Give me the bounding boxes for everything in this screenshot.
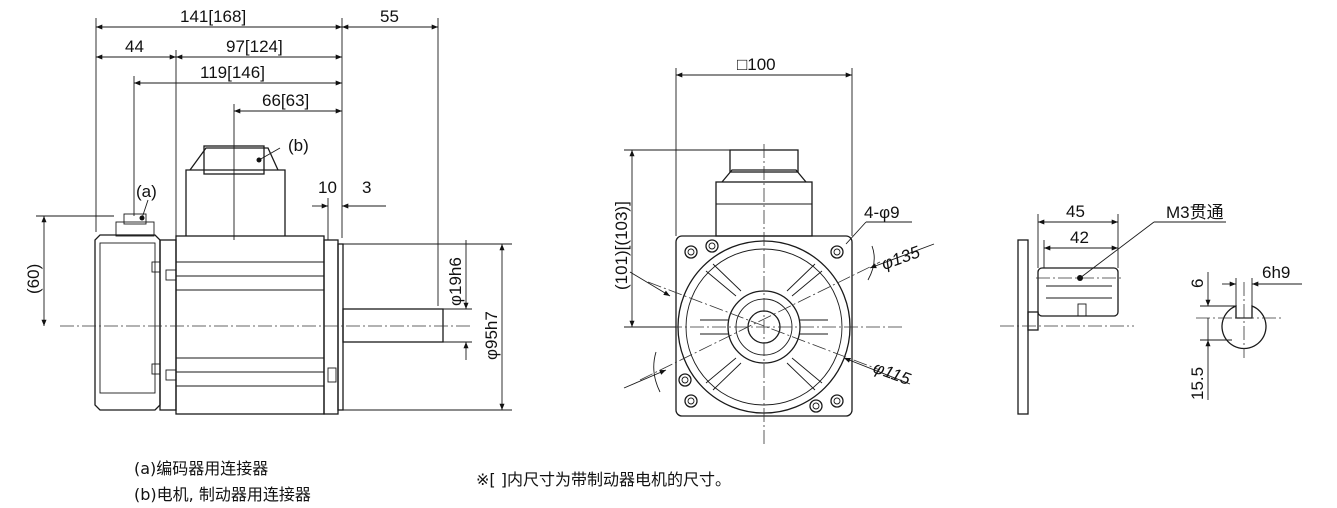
shaft-detail: 45 42 M3贯通 6h9 6 15.5 (1000, 202, 1302, 415)
label-b: (b) (288, 136, 309, 155)
motor-body (175, 235, 325, 415)
encoder-connector (115, 221, 155, 237)
detail-spigot (1027, 311, 1039, 331)
dim-shaft-45: 45 (1066, 202, 1085, 221)
dim-flange-square: □100 (737, 55, 776, 74)
spigot (337, 243, 344, 411)
dim-connector-b: 66[63] (262, 91, 309, 110)
dim-shaft-length: 55 (380, 7, 399, 26)
label-m3-thread: M3贯通 (1166, 203, 1224, 222)
adapter-ring (159, 239, 177, 411)
dim-overall-length: 141[168] (180, 7, 246, 26)
encoder-cap-inner (99, 242, 156, 394)
dim-shaft-diameter: φ19h6 (446, 257, 465, 306)
encoder-connector-top (123, 213, 147, 225)
footnote: ※[ ]内尺寸为带制动器电机的尺寸。 (476, 470, 731, 489)
power-connector-base (185, 169, 286, 236)
detail-flange (1017, 239, 1029, 415)
dim-connector-a: 119[146] (200, 63, 265, 82)
label-a: (a) (136, 182, 157, 201)
dim-body-length: 97[124] (226, 37, 283, 56)
dim-bolt-circle: φ115 (871, 358, 914, 389)
dim-key-width: 6h9 (1262, 263, 1290, 282)
dim-encoder-cap: 44 (125, 37, 144, 56)
dim-spigot-depth: 3 (362, 178, 371, 197)
side-view: 141[168] 55 44 97[124] 119[146] 66[63] (… (24, 7, 512, 415)
dim-key-height: 15.5 (1188, 367, 1207, 400)
dim-flange-thickness: 10 (318, 178, 337, 197)
front-view: □100 (101)[(103)] 4-φ9 φ135 φ115 (612, 55, 935, 444)
dim-shaft-42: 42 (1070, 228, 1089, 247)
mounting-flange (323, 239, 339, 415)
dim-mounting-holes: 4-φ9 (864, 203, 900, 222)
encoder-cap (94, 234, 161, 411)
dim-key-depth: 6 (1188, 279, 1207, 288)
power-connector-collar (189, 147, 279, 171)
dim-encoder-height: (60) (24, 264, 43, 294)
legend-item-b: (b)电机, 制动器用连接器 (134, 485, 311, 504)
legend-item-a: (a)编码器用连接器 (134, 459, 269, 478)
keyed-shaft-section (1221, 305, 1267, 350)
mounting-holes (678, 239, 844, 413)
dim-pcd: φ135 (879, 242, 923, 274)
dim-front-height: (101)[(103)] (612, 201, 631, 290)
shaft (342, 308, 444, 343)
dim-spigot-diameter: φ95h7 (482, 311, 501, 360)
